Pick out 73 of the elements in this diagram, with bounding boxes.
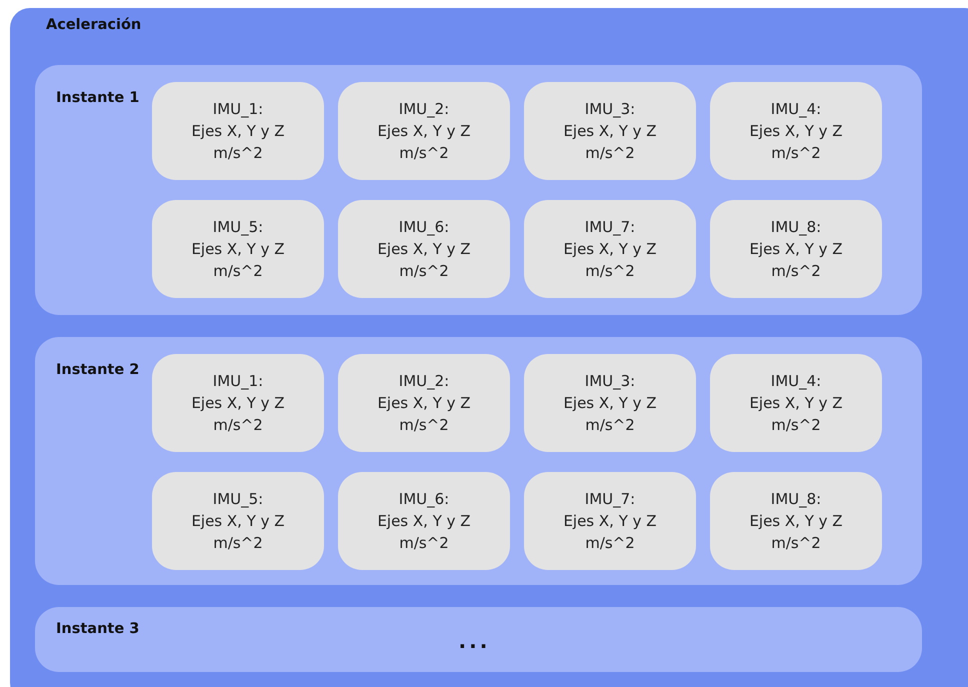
sensor-card [524, 354, 696, 452]
sensor-name: IMU_1: [212, 99, 264, 120]
unit-label: m/s^2 [771, 143, 821, 164]
axes-label: Ejes X, Y y Z [749, 393, 843, 414]
sensor-name: IMU_1: [212, 371, 264, 392]
sensor-name: IMU_3: [584, 99, 636, 120]
sensor-card [338, 354, 510, 452]
unit-label: m/s^2 [771, 533, 821, 554]
unit-label: m/s^2 [585, 261, 635, 282]
sensor-name: IMU_8: [770, 217, 822, 238]
sensor-name: IMU_6: [398, 217, 450, 238]
unit-label: m/s^2 [585, 533, 635, 554]
sensor-name: IMU_5: [212, 217, 264, 238]
unit-label: m/s^2 [399, 415, 449, 436]
unit-label: m/s^2 [213, 533, 263, 554]
sensor-name: IMU_4: [770, 371, 822, 392]
sensor-name: IMU_8: [770, 489, 822, 510]
sensor-name: IMU_6: [398, 489, 450, 510]
unit-label: m/s^2 [399, 533, 449, 554]
time-step-panel [35, 337, 922, 585]
ellipsis-text: ... [458, 629, 490, 653]
sensor-card [710, 354, 882, 452]
sensor-name: IMU_4: [770, 99, 822, 120]
sensor-name: IMU_3: [584, 371, 636, 392]
axes-label: Ejes X, Y y Z [563, 393, 657, 414]
axes-label: Ejes X, Y y Z [377, 121, 471, 142]
panel-title: Instante 1 [56, 90, 140, 106]
axes-label: Ejes X, Y y Z [377, 239, 471, 260]
unit-label: m/s^2 [771, 415, 821, 436]
sensor-card [710, 472, 882, 570]
sensor-card [338, 82, 510, 180]
axes-label: Ejes X, Y y Z [749, 121, 843, 142]
axes-label: Ejes X, Y y Z [749, 511, 843, 532]
panel-title: Aceleración [46, 17, 142, 33]
axes-label: Ejes X, Y y Z [377, 393, 471, 414]
sensor-name: IMU_2: [398, 371, 450, 392]
sensor-card [710, 82, 882, 180]
unit-label: m/s^2 [213, 261, 263, 282]
unit-label: m/s^2 [585, 143, 635, 164]
axes-label: Ejes X, Y y Z [563, 239, 657, 260]
sensor-card [710, 200, 882, 298]
sensor-card [152, 200, 324, 298]
time-step-panel [35, 607, 922, 672]
time-step-panel [35, 65, 922, 315]
unit-label: m/s^2 [585, 415, 635, 436]
axes-label: Ejes X, Y y Z [563, 511, 657, 532]
sensor-card [524, 472, 696, 570]
unit-label: m/s^2 [771, 261, 821, 282]
sensor-card [152, 82, 324, 180]
axes-label: Ejes X, Y y Z [563, 121, 657, 142]
sensor-name: IMU_2: [398, 99, 450, 120]
sensor-name: IMU_5: [212, 489, 264, 510]
sensor-card [338, 472, 510, 570]
sensor-card [524, 82, 696, 180]
axes-label: Ejes X, Y y Z [191, 393, 285, 414]
axes-label: Ejes X, Y y Z [749, 239, 843, 260]
sensor-card [338, 200, 510, 298]
unit-label: m/s^2 [213, 143, 263, 164]
unit-label: m/s^2 [213, 415, 263, 436]
sensor-card [152, 354, 324, 452]
panel-title: Instante 3 [56, 621, 140, 637]
sensor-name: IMU_7: [584, 489, 636, 510]
axes-label: Ejes X, Y y Z [191, 121, 285, 142]
group-panel [10, 8, 968, 687]
unit-label: m/s^2 [399, 261, 449, 282]
axes-label: Ejes X, Y y Z [191, 511, 285, 532]
axes-label: Ejes X, Y y Z [191, 239, 285, 260]
sensor-name: IMU_7: [584, 217, 636, 238]
unit-label: m/s^2 [399, 143, 449, 164]
sensor-card [152, 472, 324, 570]
axes-label: Ejes X, Y y Z [377, 511, 471, 532]
sensor-card [524, 200, 696, 298]
panel-title: Instante 2 [56, 362, 140, 378]
